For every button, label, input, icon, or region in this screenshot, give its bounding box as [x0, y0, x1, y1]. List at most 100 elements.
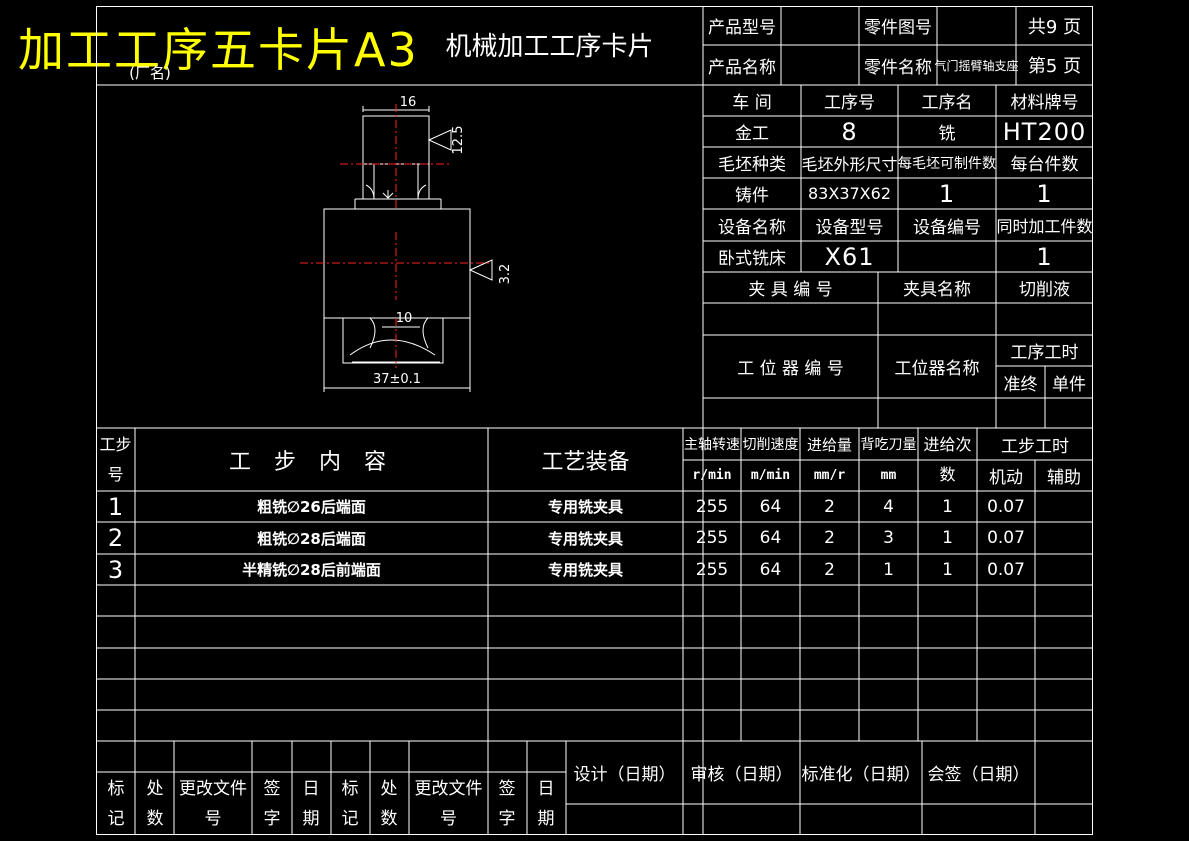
step-cut-speed: 64: [759, 528, 782, 548]
part-name-label: 零件名称: [864, 57, 932, 78]
station-no-label: 工 位 器 编 号: [737, 359, 844, 379]
roughness-right: 3.2: [497, 263, 513, 285]
step-content: 半精铣∅28后前端面: [242, 561, 381, 579]
per-unit-value: 1: [1036, 179, 1053, 208]
workshop-label: 车 间: [732, 93, 772, 113]
workshop-value: 金工: [735, 124, 769, 144]
fixture-name-label: 夹具名称: [903, 280, 971, 300]
dim-mid: 10: [395, 310, 413, 326]
step-depth: 4: [883, 496, 894, 517]
footer-change-doc-2: 更改文件号: [414, 778, 483, 829]
drawing-frame: [96, 6, 1093, 835]
depth-header: 背吃刀量: [860, 437, 917, 453]
footer-date-1: 日期: [302, 778, 320, 829]
step-feed: 2: [824, 496, 835, 517]
part-drawing: [323, 106, 493, 392]
banner-title: 加工工序五卡片A3: [18, 23, 419, 77]
prep-label: 准终: [1003, 374, 1038, 395]
unit-cut-speed: m/min: [750, 468, 791, 483]
page-number: 第5 页: [1027, 56, 1082, 77]
card-title: 机械加工工序卡片: [445, 31, 654, 62]
unit-depth: mm: [880, 468, 897, 483]
step-machine-time: 0.07: [987, 559, 1025, 580]
op-time-label: 工序工时: [1010, 343, 1079, 363]
footer-date-2: 日期: [537, 778, 555, 829]
unit-speed: r/min: [692, 468, 732, 483]
equip-name-value: 卧式铣床: [718, 249, 786, 269]
op-name-label: 工序名: [921, 93, 973, 113]
dim-top: 16: [399, 94, 417, 110]
step-passes: 1: [942, 559, 953, 580]
step-equip: 专用铣夹具: [547, 498, 623, 516]
footer-change-doc-1: 更改文件号: [179, 778, 247, 829]
part-drawing-label: 零件图号: [864, 18, 932, 38]
step-no-header: 工步号: [99, 434, 132, 484]
fixture-no-label: 夹 具 编 号: [748, 280, 833, 300]
unit-feed: mm/r: [813, 468, 846, 483]
footer-review: 审核（日期）: [690, 765, 793, 785]
blank-size-label: 毛坯外形尺寸: [801, 154, 898, 174]
op-no-label: 工序号: [824, 93, 875, 113]
equip-no-label: 设备编号: [913, 217, 981, 238]
step-no: 1: [107, 492, 124, 521]
step-speed: 255: [695, 496, 729, 517]
per-blank-value: 1: [938, 179, 956, 208]
step-passes: 1: [942, 528, 953, 548]
step-speed: 255: [695, 559, 729, 580]
cut-speed-header: 切削速度: [742, 437, 799, 453]
step-depth: 1: [883, 559, 894, 580]
step-passes: 1: [942, 496, 953, 517]
step-equip-header: 工艺装备: [541, 449, 630, 475]
product-model-label: 产品型号: [708, 18, 776, 38]
roughness-top: 12.5: [450, 125, 466, 155]
op-name-value: 铣: [938, 124, 956, 144]
step-machine-time: 0.07: [987, 528, 1025, 548]
step-aux-time: [1035, 491, 1093, 522]
step-cut-speed: 64: [759, 496, 782, 517]
blank-type-value: 铸件: [735, 186, 769, 206]
footer-standard: 标准化（日期）: [801, 765, 921, 785]
step-content: 粗铣∅26后端面: [257, 498, 366, 516]
footer-count-1: 处数: [146, 778, 164, 829]
machine-time-header: 机动: [989, 468, 1023, 488]
material-label: 材料牌号: [1010, 93, 1079, 113]
step-feed: 2: [824, 559, 835, 580]
passes-header: 进给次数: [923, 434, 972, 484]
footer-sign-1: 签字: [263, 778, 281, 829]
step-equip: 专用铣夹具: [547, 561, 623, 579]
simul-value: 1: [1036, 242, 1053, 271]
step-aux-time: [1035, 554, 1093, 585]
part-name-value: 气门摇臂轴支座: [934, 58, 1019, 73]
total-pages: 共9 页: [1027, 16, 1082, 38]
footer-count-2: 处数: [380, 778, 398, 829]
step-feed: 2: [824, 528, 835, 548]
step-time-header: 工步工时: [1001, 436, 1069, 457]
step-depth: 3: [883, 528, 894, 548]
aux-time-header: 辅助: [1047, 468, 1081, 488]
step-content-header: 工 步 内 容: [229, 449, 394, 475]
factory-label: (厂名): [129, 63, 171, 82]
dim-bottom: 37±0.1: [372, 371, 422, 387]
product-name-label: 产品名称: [708, 57, 776, 78]
footer-mark-1: 标记: [107, 778, 125, 829]
step-machine-time: 0.07: [987, 496, 1025, 517]
step-cut-speed: 64: [759, 559, 782, 580]
coolant-label: 切削液: [1019, 280, 1070, 300]
spindle-speed-header: 主轴转速: [684, 437, 740, 453]
simul-label: 同时加工件数: [996, 217, 1093, 236]
step-no: 2: [107, 524, 124, 552]
op-no-value: 8: [841, 117, 858, 146]
step-equip: 专用铣夹具: [547, 529, 623, 548]
per-unit-label: 每台件数: [1010, 155, 1079, 175]
step-no: 3: [107, 555, 124, 584]
footer-design: 设计（日期）: [573, 765, 676, 785]
footer-sign-2: 签字: [498, 778, 516, 829]
station-name-label: 工位器名称: [894, 359, 980, 379]
blank-size-value: 83X37X62: [808, 184, 891, 203]
feed-header: 进给量: [806, 435, 852, 454]
step-content: 粗铣∅28后端面: [257, 529, 366, 548]
step-speed: 255: [695, 528, 729, 548]
equip-name-label: 设备名称: [718, 217, 786, 238]
material-value: HT200: [1002, 117, 1087, 146]
